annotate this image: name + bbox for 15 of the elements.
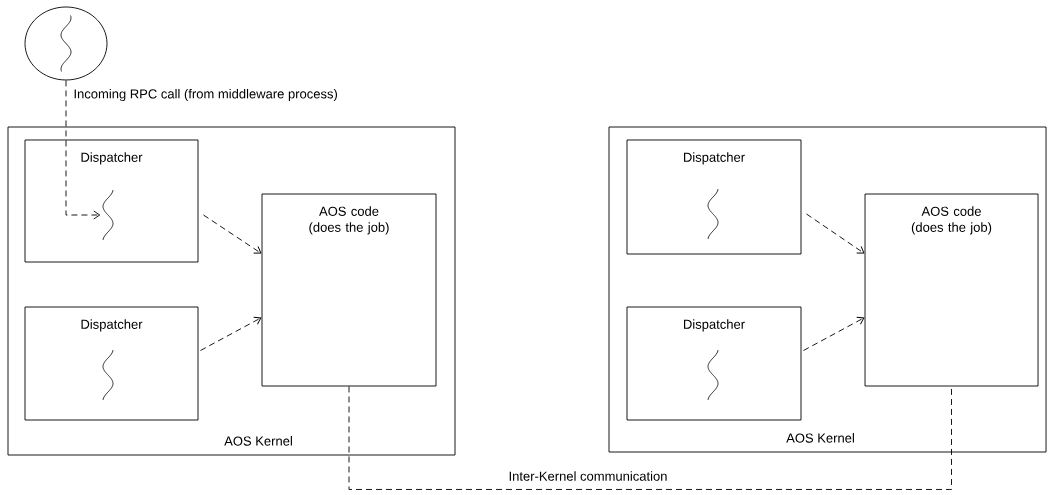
arrow: [65, 80, 101, 220]
process-box: Dispatcher: [626, 139, 802, 255]
process-box: AOS code (does the job): [864, 193, 1039, 387]
arrow: [806, 213, 865, 254]
thread-drawing: [102, 189, 114, 241]
process-box: AOS code (does the job): [261, 193, 437, 387]
process-box: Dispatcher: [626, 306, 802, 421]
process-box: Dispatcher: [24, 306, 199, 421]
edge-label: Incoming RPC call (from middleware process): [72, 87, 339, 103]
arrow: [803, 316, 865, 351]
thread-circle: [24, 6, 108, 81]
edge-label: Inter-Kernel communication: [507, 470, 669, 482]
process-box: Dispatcher: [24, 139, 199, 263]
arrow: [200, 316, 262, 351]
arrow: [203, 214, 262, 254]
